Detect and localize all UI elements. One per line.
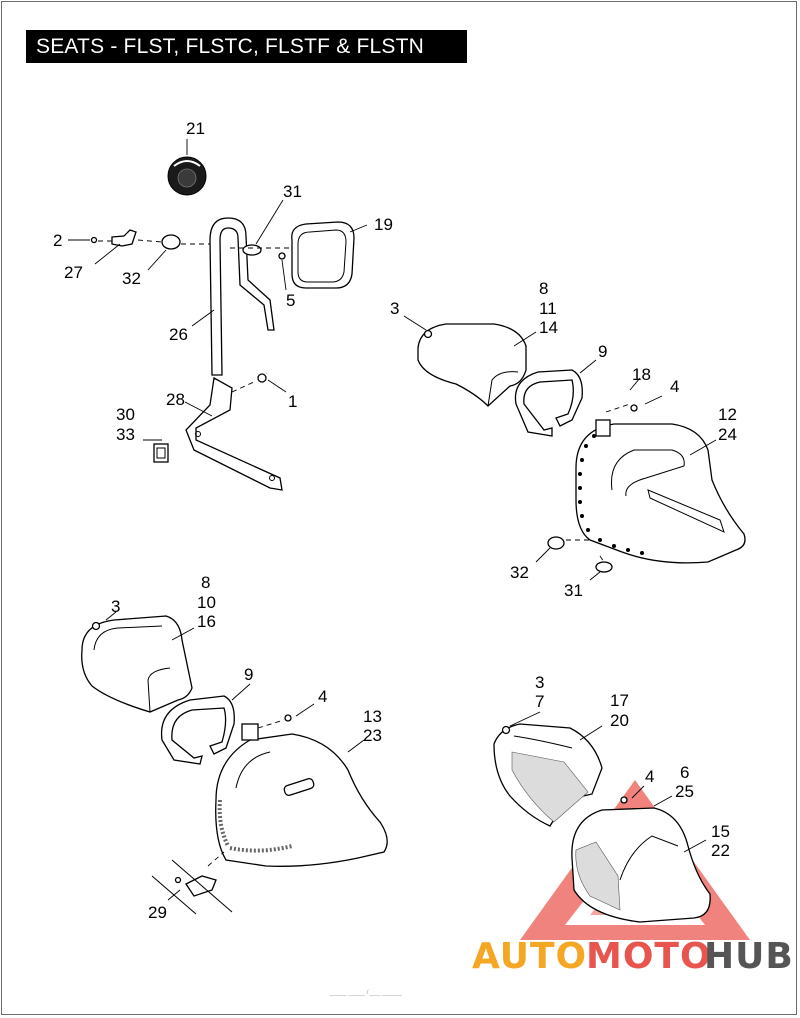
callout-11: 11 [539, 299, 557, 318]
callout-2: 2 [53, 231, 62, 250]
callout-19: 19 [374, 215, 393, 234]
rider-seat-lower [151, 703, 388, 915]
callout-15: 15 [711, 822, 730, 841]
callout-21: 21 [186, 119, 205, 138]
callout-33: 33 [116, 425, 135, 444]
title-bar: SEATS - FLST, FLSTC, FLSTF & FLSTN [26, 30, 467, 63]
watermark-text-hub: HUB [704, 936, 794, 977]
callout-28: 28 [166, 390, 185, 409]
callout-8-upper: 8 [539, 279, 548, 298]
medallion-part-21 [167, 139, 207, 196]
callout-6: 6 [680, 763, 689, 782]
callout-9-upper: 9 [598, 342, 607, 361]
callout-4-lower: 4 [318, 687, 327, 706]
callout-9-lower: 9 [244, 665, 253, 684]
sissy-bar-group [68, 199, 368, 491]
passenger-seat-upper [403, 315, 597, 437]
callout-25: 25 [675, 782, 694, 801]
callout-26: 26 [169, 325, 188, 344]
callout-8-lower: 8 [201, 573, 210, 592]
callout-32: 32 [122, 269, 141, 288]
callout-29: 29 [148, 903, 167, 922]
callout-3-upper: 3 [390, 299, 399, 318]
callout-3-right: 3 [535, 673, 544, 692]
callout-1: 1 [288, 392, 297, 411]
rivet-row-upper [578, 434, 644, 555]
callout-31-right: 31 [564, 581, 583, 600]
watermark-wordmark: AUTO MOTO HUB [472, 936, 794, 977]
rider-seat-upper [535, 377, 746, 581]
seat-set-lower-right [493, 711, 711, 923]
callout-32-right: 32 [510, 563, 529, 582]
callout-labels: 21 31 19 2 27 32 5 26 1 28 30 33 8 11 14… [53, 119, 737, 922]
watermark-text-auto: AUTO [472, 936, 587, 977]
callout-4-upper: 4 [670, 377, 679, 396]
page-title: SEATS - FLST, FLSTC, FLSTF & FLSTN [36, 35, 424, 58]
callout-13: 13 [363, 707, 382, 726]
callout-24: 24 [718, 425, 737, 444]
callout-22: 22 [711, 841, 730, 860]
callout-12: 12 [718, 405, 737, 424]
callout-14: 14 [539, 318, 558, 337]
callout-5: 5 [286, 291, 295, 310]
callout-27: 27 [64, 263, 83, 282]
callout-7: 7 [535, 692, 544, 711]
callout-31: 31 [283, 182, 302, 201]
footer-fine-print: _____ _____ / ___ ______ [329, 990, 402, 996]
callout-17: 17 [610, 691, 629, 710]
callout-3-lower: 3 [111, 597, 120, 616]
callout-18: 18 [632, 365, 651, 384]
callout-16: 16 [197, 612, 216, 631]
callout-20: 20 [610, 711, 629, 730]
callout-4-right: 4 [645, 767, 654, 786]
callout-10: 10 [197, 593, 216, 612]
passenger-seat-lower [81, 611, 251, 765]
callout-30: 30 [116, 405, 135, 424]
watermark-text-moto: MOTO [586, 936, 712, 977]
callout-23: 23 [363, 726, 382, 745]
